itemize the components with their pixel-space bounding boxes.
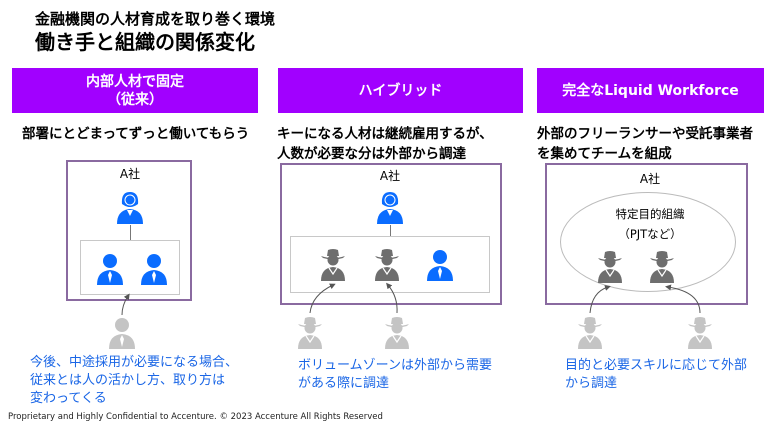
external-contractor-icon [575, 315, 605, 349]
manager-icon [115, 190, 145, 224]
note-3: 目的と必要スキルに応じて外部 から調達 [565, 357, 747, 393]
employee-icon [139, 251, 169, 285]
header-liquid-workforce: 完全なLiquid Workforce [537, 68, 764, 113]
header-hybrid: ハイブリッド [278, 68, 523, 113]
page-title: 働き手と組織の関係変化 [35, 30, 255, 54]
lead-line: を集めてチームを組成 [537, 146, 672, 162]
employee-icon [425, 247, 455, 281]
connector-line [390, 225, 391, 236]
company-label: A社 [119, 167, 141, 181]
lead-line: 外部のフリーランサーや受託事業者 [537, 126, 753, 142]
lead-line: キーになる人材は継続雇用するが、 [277, 126, 493, 142]
note-line: がある際に調達 [298, 376, 390, 391]
contractor-icon [595, 249, 625, 283]
header-line: （従来） [107, 91, 163, 108]
external-contractor-icon [295, 315, 325, 349]
note-line: ボリュームゾーンは外部から需要 [298, 358, 492, 373]
note-line: 今後、中途採用が必要になる場合、 [30, 355, 239, 370]
connector-line [130, 225, 131, 240]
employee-icon [95, 251, 125, 285]
note-2: ボリュームゾーンは外部から需要 がある際に調達 [298, 357, 492, 393]
note-line: 変わってくる [30, 391, 107, 406]
contractor-icon [318, 247, 348, 281]
header-line: 完全なLiquid Workforce [562, 82, 739, 99]
company-label: A社 [379, 169, 401, 183]
external-contractor-icon [382, 315, 412, 349]
external-contractor-icon [685, 315, 715, 349]
page-subtitle: 金融機関の人材育成を取り巻く環境 [35, 10, 276, 28]
company-label: A社 [639, 172, 661, 186]
team-box [80, 240, 180, 295]
contractor-icon [372, 247, 402, 281]
note-line: 目的と必要スキルに応じて外部 [565, 358, 748, 373]
group-sublabel: （PJTなど） [618, 227, 682, 241]
note-1: 今後、中途採用が必要になる場合、 従来とは人の活かし方、取り方は 変わってくる [30, 354, 238, 408]
manager-icon [375, 190, 405, 224]
footer-copyright: Proprietary and Highly Confidential to A… [8, 412, 383, 422]
project-group-ellipse [560, 192, 736, 292]
company-box-3 [545, 163, 748, 305]
lead-line: 部署にとどまってずっと働いてもらう [22, 126, 250, 142]
group-label: 特定目的組織 [615, 207, 685, 221]
header-internal-fixed: 内部人材で固定 （従来） [12, 68, 258, 113]
note-line: から調達 [565, 376, 618, 391]
lead-text-3: 外部のフリーランサーや受託事業者を集めてチームを組成 [537, 124, 753, 164]
contractor-icon [647, 249, 677, 283]
header-line: ハイブリッド [358, 82, 443, 99]
lead-text-2: キーになる人材は継続雇用するが、人数が必要な分は外部から調達 [277, 124, 493, 164]
header-line: 内部人材で固定 [86, 73, 184, 90]
lead-line: 人数が必要な分は外部から調達 [277, 146, 466, 162]
note-line: 従来とは人の活かし方、取り方は [30, 373, 226, 388]
external-person-icon [107, 315, 137, 349]
lead-text-1: 部署にとどまってずっと働いてもらう [22, 124, 249, 144]
